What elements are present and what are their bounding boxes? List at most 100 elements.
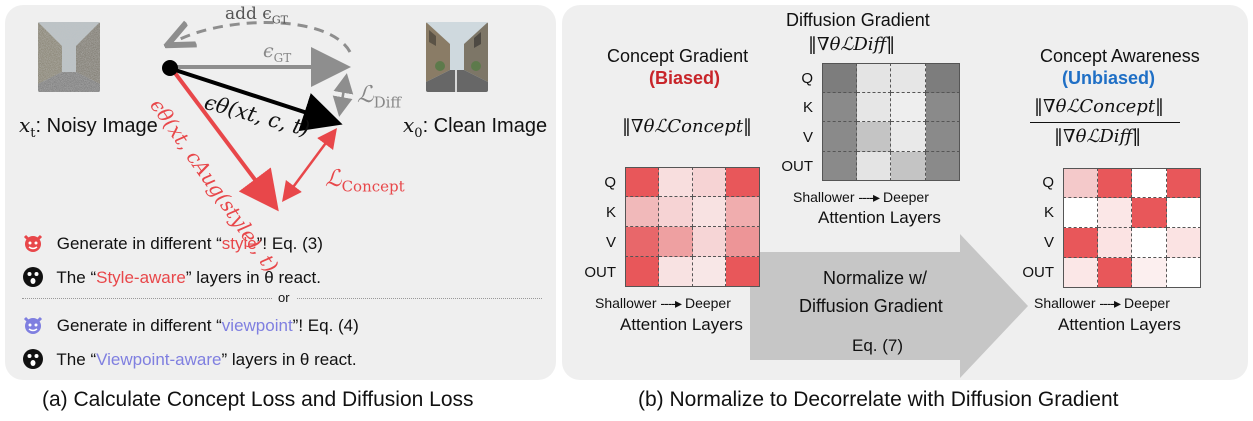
heatmap-cell (856, 92, 891, 122)
heatmap-cell (692, 227, 727, 257)
concept-awareness-tag: (Unbiased) (1062, 68, 1156, 88)
row-label-v: V (802, 129, 813, 146)
concept-gradient-heatmap (625, 167, 760, 287)
or-label: or (272, 290, 296, 305)
heatmap-cell (625, 257, 659, 287)
heatmap-cell (1063, 198, 1098, 228)
fraction-bar (1030, 122, 1180, 123)
concept-gradient-formula: ‖∇θℒConcept‖ (622, 116, 753, 137)
row-label-k: K (605, 204, 616, 221)
shocked-face-icon (23, 267, 43, 287)
concept-awareness-heatmap (1063, 168, 1201, 288)
add-eps-label: add ϵGT (225, 4, 288, 27)
line-style-generate: Generate in different “style”! Eq. (3) (22, 232, 323, 254)
concept-awareness-denominator: ‖∇θℒDiff‖ (1054, 126, 1142, 147)
concept-awareness-title: Concept Awareness (1040, 46, 1200, 66)
dashed-arrow-icon: ----▸ (660, 295, 682, 311)
normalize-arrow (750, 234, 1028, 378)
heatmap-cell (692, 257, 727, 287)
clean-image-label: x0: Clean Image (403, 113, 548, 141)
heatmap-cell (692, 167, 727, 197)
heatmap-cell (1063, 228, 1098, 258)
heatmap-cell (1097, 168, 1132, 198)
heatmap-cell (625, 167, 659, 197)
row-label-k: K (1043, 204, 1054, 221)
diffusion-gradient-heatmap (822, 63, 960, 181)
heatmap-cell (891, 63, 926, 93)
concept-gradient-title: Concept Gradient (607, 46, 749, 66)
axis-shallow-deep: Shallower ----▸ Deeper (1034, 295, 1170, 311)
concept-gradient-tag: (Biased) (649, 68, 721, 88)
clean-image (426, 22, 488, 92)
heatmap-cell (1063, 258, 1098, 288)
noisy-image-label: xt: Noisy Image (19, 113, 158, 141)
row-label-out: OUT (584, 264, 616, 281)
heatmap-cell (856, 63, 891, 93)
heatmap-cell (856, 151, 891, 181)
heatmap-cell (1132, 258, 1167, 288)
devil-icon (23, 234, 43, 252)
noisy-point (162, 60, 178, 76)
heatmap-cell (658, 227, 693, 257)
devil-icon (23, 316, 43, 334)
caption-b: (b) Normalize to Decorrelate with Diffus… (638, 388, 1119, 411)
line-viewpoint-react: The “Viewpoint-aware” layers in θ react. (22, 348, 357, 370)
heatmap-cell (1166, 198, 1201, 228)
axis-title: Attention Layers (818, 208, 941, 227)
normalize-arrow-label-1: Normalize w/ (823, 268, 928, 288)
heatmap-cell (658, 257, 693, 287)
row-label-q: Q (801, 70, 813, 87)
l-diff-arrow (332, 73, 354, 117)
heatmap-cell (925, 92, 960, 122)
heatmap-cell (822, 151, 857, 181)
heatmap-cell (822, 122, 857, 152)
heatmap-cell (625, 227, 659, 257)
heatmap-cell (658, 167, 693, 197)
noisy-image (38, 22, 100, 92)
heatmap-cell (925, 63, 960, 93)
heatmap-cell (1166, 228, 1201, 258)
heatmap-cell (1132, 168, 1167, 198)
heatmap-cell (726, 197, 760, 227)
l-concept-arrow (282, 127, 337, 203)
row-label-out: OUT (781, 158, 813, 175)
heatmap-cell (856, 122, 891, 152)
l-concept-label: ℒConcept (325, 166, 405, 196)
heatmap-cell (891, 122, 926, 152)
heatmap-cell (726, 167, 760, 197)
heatmap-cell (726, 227, 760, 257)
heatmap-cell (891, 151, 926, 181)
heatmap-cell (1097, 228, 1132, 258)
concept-awareness-numerator: ‖∇θℒConcept‖ (1034, 96, 1165, 117)
axis-title: Attention Layers (1058, 315, 1181, 334)
heatmap-cell (625, 197, 659, 227)
dashed-arrow-icon: ----▸ (858, 189, 880, 205)
heatmap-cell (822, 63, 857, 93)
line-style-react: The “Style-aware” layers in θ react. (22, 266, 321, 288)
line-viewpoint-generate: Generate in different “viewpoint”! Eq. (… (22, 314, 359, 336)
row-label-k: K (802, 99, 813, 116)
add-noise-arrow (178, 23, 352, 53)
normalize-arrow-label-2: Diffusion Gradient (799, 296, 943, 316)
shocked-face-icon (23, 349, 43, 369)
diffusion-gradient-formula: ‖∇θℒDiff‖ (808, 34, 896, 55)
row-label-v: V (605, 234, 616, 251)
heatmap-cell (822, 92, 857, 122)
row-label-q: Q (1042, 174, 1054, 191)
heatmap-cell (1132, 228, 1167, 258)
heatmap-cell (925, 122, 960, 152)
dashed-arrow-icon: ----▸ (1099, 295, 1121, 311)
heatmap-cell (1097, 198, 1132, 228)
heatmap-cell (1166, 258, 1201, 288)
eps-aug-arrow (170, 67, 279, 212)
eq7-label: Eq. (7) (852, 336, 904, 355)
heatmap-cell (692, 197, 727, 227)
heatmap-cell (726, 257, 760, 287)
heatmap-cell (658, 197, 693, 227)
row-label-v: V (1043, 234, 1054, 251)
heatmap-cell (925, 151, 960, 181)
eps-gt-label: ϵGT (263, 40, 292, 65)
eps-theta-arrow (171, 67, 343, 132)
axis-shallow-deep: Shallower ----▸ Deeper (595, 295, 731, 311)
heatmap-cell (1166, 168, 1201, 198)
